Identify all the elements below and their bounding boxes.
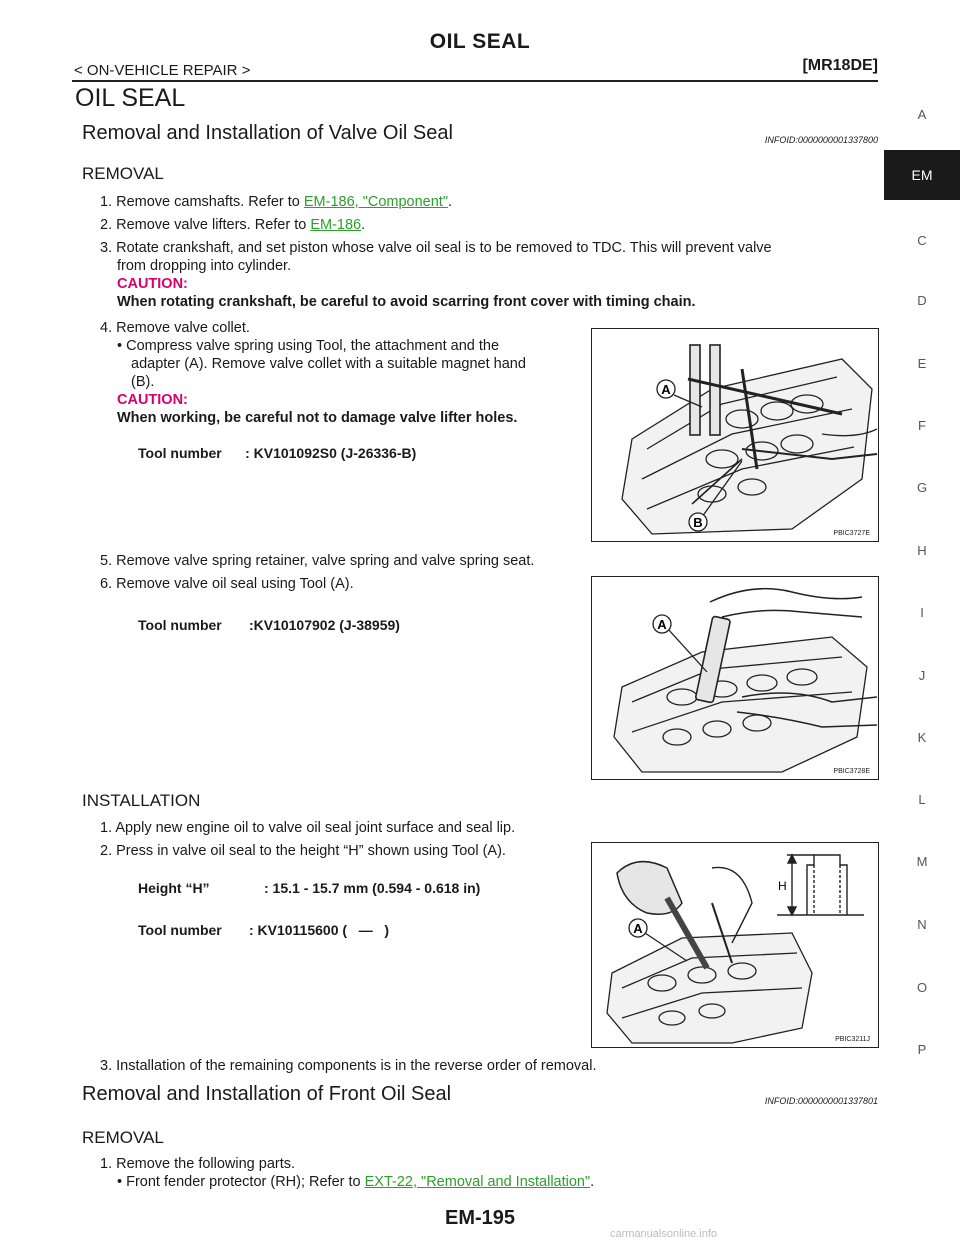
- cylinder-head-illustration-3: H A: [606, 853, 864, 1044]
- figure-valve-oil-seal-removal: A PBIC3728E: [591, 576, 879, 780]
- step3-line1: 3. Rotate crankshaft, and set piston who…: [100, 240, 772, 256]
- sidebar-item-n[interactable]: N: [917, 917, 927, 932]
- step6-tool-number: Tool number :KV10107902 (J-38959): [138, 617, 400, 633]
- sidebar-item-i[interactable]: I: [920, 605, 924, 620]
- label-a-fig1: A: [661, 382, 671, 397]
- cylinder-head-illustration-1: A B: [621, 344, 878, 535]
- sidebar-item-o[interactable]: O: [916, 980, 928, 995]
- watermark: carmanualsonline.info: [610, 1228, 718, 1240]
- sidebar-item-m[interactable]: M: [916, 854, 928, 869]
- figure1-code: PBIC3727E: [833, 530, 870, 537]
- sidebar-item-j[interactable]: J: [918, 668, 926, 683]
- step3-line2: from dropping into cylinder.: [117, 258, 292, 274]
- step4-caution-label: CAUTION:: [117, 392, 188, 408]
- page-number: EM-195: [444, 1207, 516, 1229]
- section1-infoid: INFOID:0000000001337800: [764, 135, 878, 145]
- installation-heading: INSTALLATION: [82, 791, 201, 810]
- section2-title: Removal and Installation of Front Oil Se…: [82, 1083, 452, 1105]
- step4-caution-text: When working, be careful not to damage v…: [117, 410, 518, 426]
- step4-bullet-line2: adapter (A). Remove valve collet with a …: [131, 356, 526, 372]
- sidebar-item-c[interactable]: C: [917, 233, 927, 248]
- section2-infoid: INFOID:0000000001337801: [764, 1096, 878, 1106]
- step5: 5. Remove valve spring retainer, valve s…: [100, 553, 535, 569]
- step4-bullet-line1: • Compress valve spring using Tool, the …: [117, 338, 500, 354]
- step2: 2. Remove valve lifters. Refer to EM-186…: [100, 217, 366, 233]
- sidebar-item-h[interactable]: H: [917, 543, 927, 558]
- link-em186[interactable]: EM-186: [310, 217, 362, 233]
- label-a-fig3: A: [633, 921, 643, 936]
- step4-bullet-line3: (B).: [131, 374, 155, 390]
- step4: 4. Remove valve collet.: [100, 320, 250, 336]
- label-a-fig2: A: [657, 617, 667, 632]
- step3-caution-label: CAUTION:: [117, 276, 188, 292]
- header-title: OIL SEAL: [429, 30, 531, 53]
- sidebar-item-d[interactable]: D: [917, 293, 927, 308]
- sidebar-item-e[interactable]: E: [917, 356, 927, 371]
- install-step2: 2. Press in valve oil seal to the height…: [100, 843, 506, 859]
- header-divider: [72, 80, 878, 82]
- sidebar-item-l[interactable]: L: [918, 792, 926, 807]
- section2-step1: 1. Remove the following parts.: [100, 1156, 296, 1172]
- section2-step1-bullet: • Front fender protector (RH); Refer to …: [117, 1174, 595, 1190]
- header-engine: [MR18DE]: [802, 57, 878, 74]
- seal-height-diagram: [777, 853, 864, 917]
- figure3-code: PBIC3211J: [835, 1036, 870, 1043]
- cylinder-head-illustration-2: A: [613, 587, 878, 773]
- link-ext22-removal-installation[interactable]: EXT-22, "Removal and Installation": [364, 1174, 591, 1190]
- step4-tool-number: Tool number : KV101092S0 (J-26336-B): [138, 445, 417, 461]
- sidebar-item-p[interactable]: P: [917, 1042, 927, 1057]
- label-h: H: [778, 879, 787, 893]
- install-step1: 1. Apply new engine oil to valve oil sea…: [100, 820, 516, 836]
- figure-valve-oil-seal-installation: H A PBIC3211J: [591, 842, 879, 1048]
- install-tool-number: Tool number : KV10115600 ( — ): [138, 922, 390, 938]
- sidebar-item-a[interactable]: A: [917, 107, 927, 122]
- header-section: < ON-VEHICLE REPAIR >: [74, 62, 251, 79]
- step3-caution-text: When rotating crankshaft, be careful to …: [117, 294, 696, 310]
- sidebar-item-em[interactable]: EM: [884, 150, 960, 200]
- section1-removal-heading: REMOVAL: [82, 164, 164, 183]
- figure-valve-collet-removal: A B PBIC3727E: [591, 328, 879, 542]
- label-b-fig1: B: [693, 515, 702, 530]
- link-em186-component[interactable]: EM-186, "Component": [303, 194, 448, 210]
- install-height-spec: Height “H” : 15.1 - 15.7 mm (0.594 - 0.6…: [138, 880, 481, 896]
- sidebar-item-f[interactable]: F: [918, 418, 926, 433]
- page-heading: OIL SEAL: [75, 84, 186, 112]
- install-step3: 3. Installation of the remaining compone…: [100, 1058, 597, 1074]
- step6: 6. Remove valve oil seal using Tool (A).: [100, 576, 354, 592]
- figure2-code: PBIC3728E: [833, 768, 870, 775]
- sidebar-item-k[interactable]: K: [917, 730, 927, 745]
- step1: 1. Remove camshafts. Refer to EM-186, "C…: [100, 194, 453, 210]
- section2-removal-heading: REMOVAL: [82, 1128, 164, 1147]
- sidebar-item-g[interactable]: G: [916, 480, 928, 495]
- section1-title: Removal and Installation of Valve Oil Se…: [82, 122, 453, 144]
